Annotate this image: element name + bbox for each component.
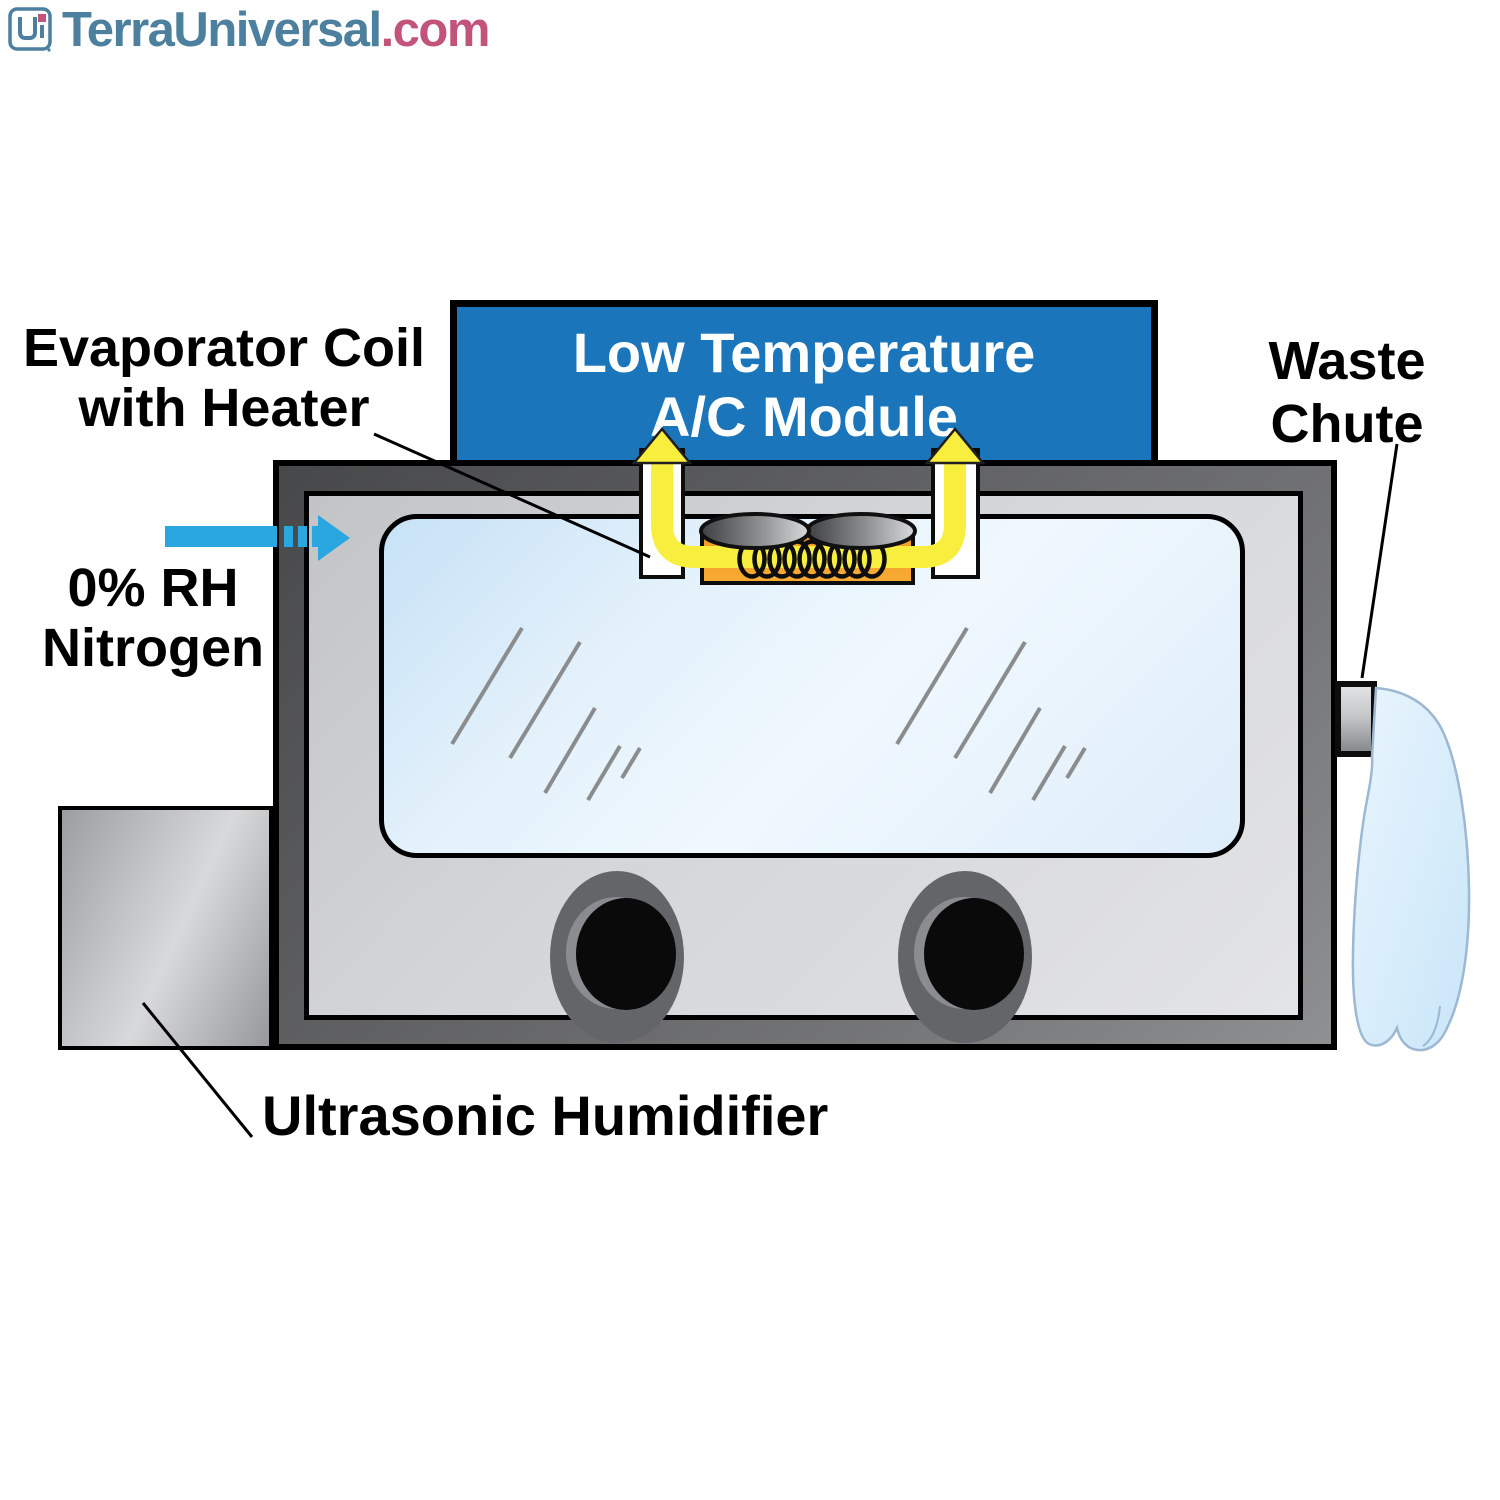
- logo-tld: .com: [380, 3, 491, 57]
- nitrogen-label-line1: 0% RH: [67, 558, 239, 618]
- glove-port-left: [550, 871, 684, 1043]
- waste-chute-label-line2: Chute: [1270, 394, 1424, 454]
- evaporator-label: Evaporator Coil with Heater: [8, 318, 440, 438]
- ac-module-box: Low Temperature A/C Module: [450, 300, 1158, 467]
- waste-chute-label: Waste Chute: [1232, 330, 1462, 456]
- waste-chute-label-line1: Waste: [1268, 331, 1426, 391]
- site-logo-text: TerraUniversal.com: [62, 3, 491, 57]
- leader-waste-chute: [1360, 443, 1399, 679]
- ultrasonic-humidifier-box: [58, 806, 273, 1050]
- glove-port-right-hole: [924, 898, 1024, 1010]
- nitrogen-label-line2: Nitrogen: [42, 618, 264, 678]
- humidifier-label: Ultrasonic Humidifier: [262, 1084, 829, 1147]
- ac-module-label-line2: A/C Module: [650, 385, 958, 448]
- ac-module-label-line1: Low Temperature: [572, 321, 1036, 384]
- terra-universal-monogram-icon: [8, 7, 54, 53]
- glove-port-left-hole: [576, 898, 676, 1010]
- water-stream: [1351, 686, 1471, 1052]
- evaporator-label-line1: Evaporator Coil: [22, 318, 426, 378]
- nitrogen-label: 0% RH Nitrogen: [8, 558, 298, 678]
- window-reflection-lines: [450, 626, 1087, 802]
- glovebox-window: [379, 514, 1245, 858]
- logo-brand: TerraUniversal: [62, 3, 382, 57]
- glove-port-right: [898, 871, 1032, 1043]
- site-logo: TerraUniversal.com: [8, 3, 491, 57]
- evaporator-label-line2: with Heater: [78, 378, 370, 438]
- waste-chute-pipe: [1335, 681, 1377, 757]
